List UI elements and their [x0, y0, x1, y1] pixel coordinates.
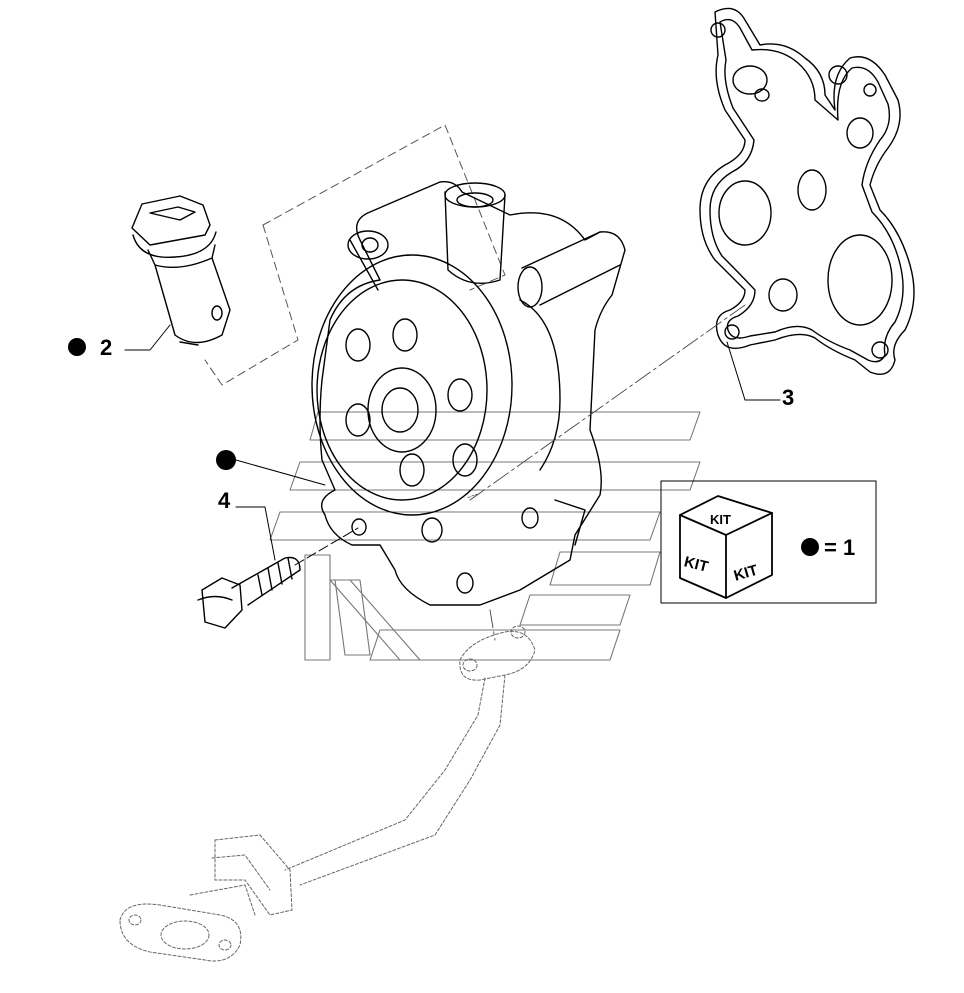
callout-label-3: 3	[782, 385, 794, 410]
alignment-lines	[469, 304, 746, 641]
gasket-part-3	[699, 7, 915, 375]
pump-stamp-text: ~~~	[466, 491, 480, 502]
callout-kit-dot	[216, 450, 236, 470]
bolt-part-4	[197, 556, 301, 629]
kit-marker-dot	[801, 538, 819, 556]
kit-legend-equals-label: = 1	[824, 535, 855, 560]
callout-4: 4	[218, 488, 231, 513]
kit-cube-top-label: KIT	[710, 512, 731, 527]
callout-2: 2	[68, 335, 112, 360]
leader-lines	[124, 324, 781, 566]
callout-label-4: 4	[218, 488, 231, 513]
kit-legend: KIT KIT KIT = 1	[660, 480, 877, 604]
kit-legend-frame	[660, 480, 877, 604]
dashed-bracket-outline	[204, 124, 506, 386]
callout-label-2: 2	[100, 335, 112, 360]
kit-cube-left-label: KIT	[682, 553, 710, 575]
kit-marker-dot	[68, 338, 86, 356]
vacuum-pump: ~~~	[311, 181, 626, 606]
kit-cube-right-label: KIT	[732, 562, 760, 585]
plug-part-2	[131, 195, 231, 346]
callout-3: 3	[782, 385, 794, 410]
ghost-pipe	[119, 625, 536, 962]
watermark-logo	[269, 411, 701, 661]
kit-marker-dot	[216, 450, 236, 470]
